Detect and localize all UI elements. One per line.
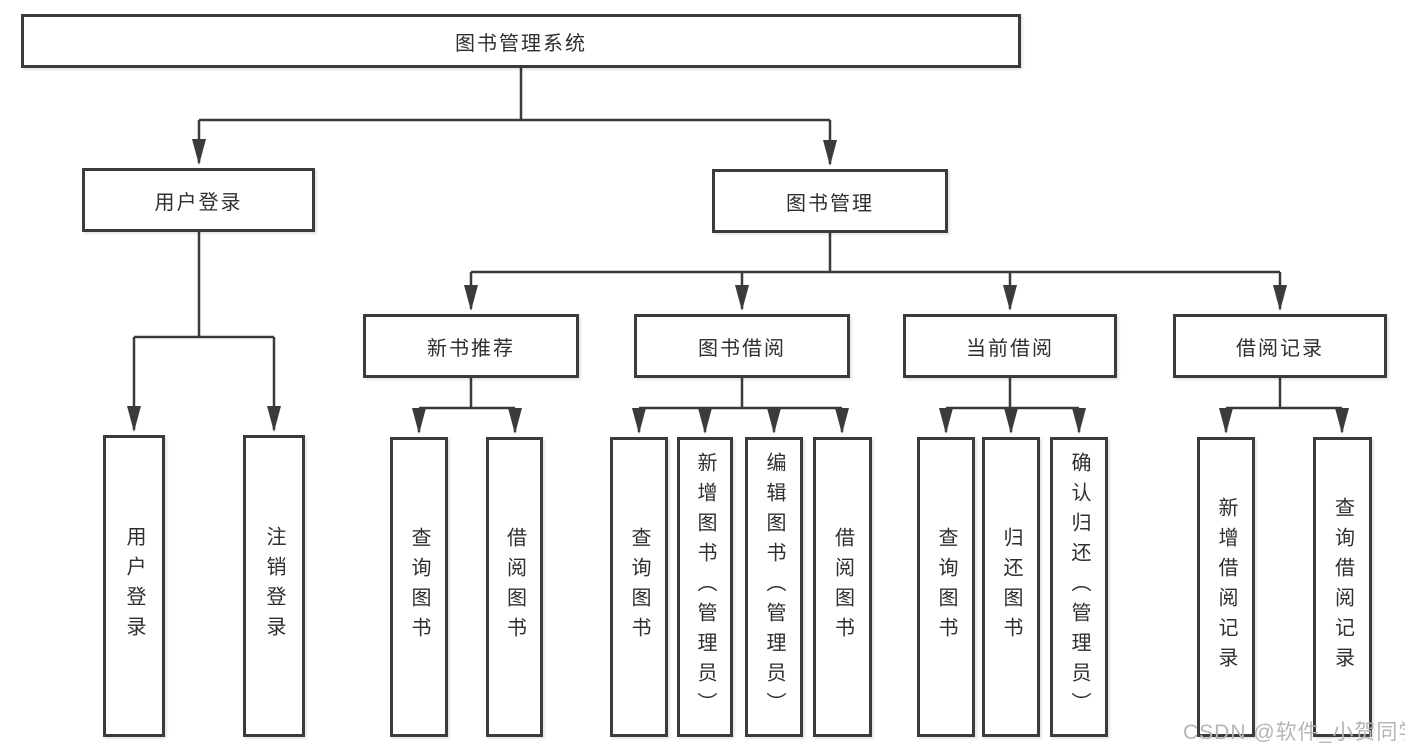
leaf-confirm-return-admin: 确认归还（管理员） [1050,437,1108,737]
leaf-add-borrow-record: 新增借阅记录 [1197,437,1255,737]
leaf-logout: 注销登录 [243,435,305,737]
node-borrow-records: 借阅记录 [1173,314,1387,378]
leaf-query-borrow-record: 查询借阅记录 [1313,437,1372,737]
leaf-return-books: 归还图书 [982,437,1040,737]
leaf-borrow-books-recommend: 借阅图书 [486,437,543,737]
leaf-query-books-current: 查询图书 [917,437,975,737]
leaf-user-login: 用户登录 [103,435,165,737]
leaf-query-books-borrow: 查询图书 [610,437,668,737]
connector-arrows [127,120,1349,434]
node-root: 图书管理系统 [21,14,1021,68]
node-book-management: 图书管理 [712,169,948,233]
connector-rails [134,68,1342,410]
node-current-borrow: 当前借阅 [903,314,1117,378]
leaf-query-books-recommend: 查询图书 [390,437,448,737]
node-user-login: 用户登录 [82,168,315,232]
leaf-add-books-admin: 新增图书（管理员） [677,437,733,737]
node-book-borrow: 图书借阅 [634,314,850,378]
node-new-book-recommend: 新书推荐 [363,314,579,378]
leaf-edit-books-admin: 编辑图书（管理员） [745,437,803,737]
csdn-watermark: CSDN @软件_小贺同学 [1183,721,1405,744]
leaf-borrow-books: 借阅图书 [813,437,872,737]
